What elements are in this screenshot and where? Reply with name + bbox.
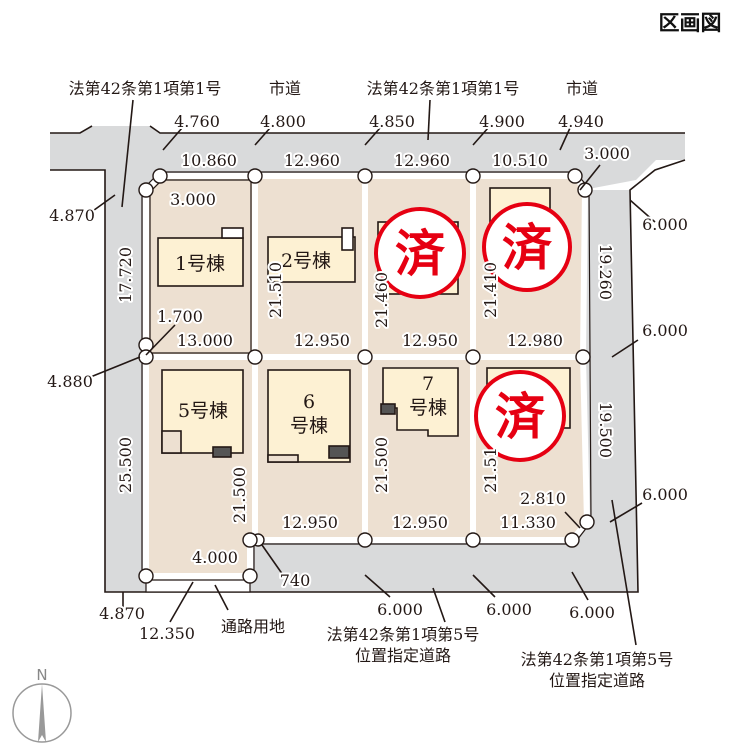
dim-lot1-corner: 1.700: [157, 307, 203, 326]
dim-lot6-bottom: 12.950: [282, 513, 338, 532]
dim-lot1-left: 17.720: [116, 247, 135, 303]
page-title: 区画図: [659, 11, 722, 35]
passage-label: 通路用地: [221, 617, 285, 636]
dim-road-right-3: 6.000: [642, 485, 688, 504]
building-6: [267, 369, 351, 463]
north-compass-icon: N: [12, 666, 72, 743]
building-7-number: 7: [422, 373, 434, 395]
building-7-label: 号棟: [409, 397, 447, 419]
dim-lot6-left: 21.500: [230, 467, 249, 523]
dim-lot5-passage: 4.000: [192, 548, 238, 567]
building-5-label: 5号棟: [178, 400, 228, 422]
dim-road-top-3: 4.850: [369, 112, 415, 131]
dim-offset: 740: [280, 571, 311, 590]
dim-corner-tr: 3.000: [584, 144, 630, 163]
sold-stamp-lot-4: 済: [482, 202, 572, 292]
dim-road-right-1: 6.000: [642, 215, 688, 234]
svg-text:済: 済: [502, 219, 553, 277]
dim-road-top-2: 4.800: [260, 112, 306, 131]
dim-lot7-bottom: 12.950: [392, 513, 448, 532]
leader-lines: [87, 99, 656, 646]
dimensions: 4.760 4.800 4.850 4.900 4.940 10.860 12.…: [45, 110, 690, 645]
road-label-right-type: 位置指定道路: [549, 671, 645, 690]
building-2: [267, 236, 356, 283]
building-6-number: 6: [303, 391, 315, 413]
dim-lot8-bottom: 11.330: [500, 513, 556, 532]
dim-lot3-top: 12.960: [394, 151, 450, 170]
svg-text:済: 済: [395, 225, 446, 283]
dim-lot1-bottom: 13.000: [177, 331, 233, 350]
road-left: [105, 170, 146, 592]
sold-stamp-lot-3: 済: [374, 207, 466, 299]
dim-lot8-left: 21.51: [481, 447, 500, 493]
dim-road-right-2: 6.000: [642, 321, 688, 340]
road-right: [250, 190, 638, 592]
dim-lot3-left: 21.460: [372, 272, 391, 328]
dim-road-top-1: 4.760: [174, 112, 220, 131]
dim-lot2-bottom: 12.950: [294, 331, 350, 350]
dim-road-bottom-3: 6.000: [569, 603, 615, 622]
road-label-bottom-law: 法第42条第1項第5号: [327, 625, 480, 644]
svg-text:N: N: [36, 666, 47, 684]
dim-road-bottom-1: 6.000: [377, 600, 423, 619]
dim-lot4-bottom: 12.980: [507, 331, 563, 350]
building-1: [157, 237, 244, 287]
road-label-top-right-city: 市道: [566, 79, 598, 98]
road-label-top-right-law: 法第42条第1項第1号: [367, 79, 520, 98]
dim-road-top-5: 4.940: [558, 112, 604, 131]
svg-text:済: 済: [495, 388, 546, 446]
building-2-label: 2号棟: [281, 250, 331, 272]
dim-corner-tl: 3.000: [170, 190, 216, 209]
dim-lot1-top: 10.860: [181, 151, 237, 170]
dim-lot2-left: 21.510: [266, 262, 285, 318]
boundary-markers: [138, 168, 595, 584]
sold-stamp-lot-8: 済: [474, 370, 566, 462]
road-label-bottom-type: 位置指定道路: [355, 646, 451, 665]
road-label-top-left-law: 法第42条第1項第1号: [69, 79, 222, 98]
dim-lot5-left: 25.500: [116, 437, 135, 493]
road-label-right-law: 法第42条第1項第5号: [521, 650, 674, 669]
dim-lot2-top: 12.960: [284, 151, 340, 170]
dim-lot3-bottom: 12.950: [402, 331, 458, 350]
dim-lot4-top: 10.510: [492, 151, 548, 170]
dim-lot8-right: 19.500: [596, 402, 615, 458]
dim-lot5-bottom: 12.350: [139, 624, 195, 643]
dim-corner-br: 2.810: [520, 489, 566, 508]
dim-lot7-left: 21.500: [372, 437, 391, 493]
dim-road-bottom-2: 6.000: [486, 600, 532, 619]
dim-lot4-right: 19.260: [596, 244, 615, 300]
road-label-top-left-city: 市道: [269, 79, 301, 98]
dim-road-top-4: 4.900: [479, 112, 525, 131]
building-1-label: 1号棟: [175, 253, 225, 275]
dim-road-left-1: 4.870: [49, 206, 95, 225]
building-6-label: 号棟: [290, 415, 328, 437]
dim-road-left-3: 4.870: [99, 604, 145, 623]
dim-road-left-2: 4.880: [47, 372, 93, 391]
dim-lot4-left: 21.410: [481, 262, 500, 318]
